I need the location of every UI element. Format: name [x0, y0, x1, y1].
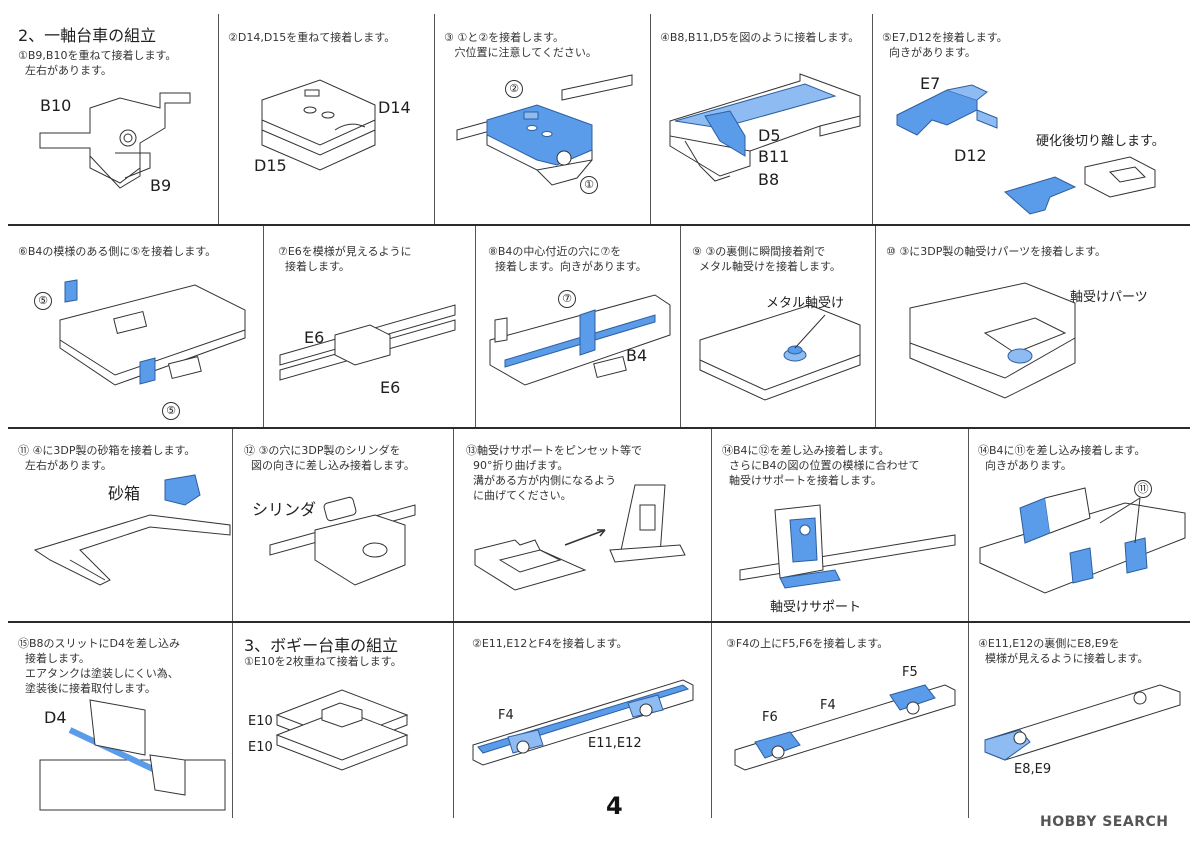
label-e10: E10	[248, 714, 273, 729]
row-divider	[8, 224, 1190, 226]
label-bearing-parts: 軸受けパーツ	[1070, 290, 1148, 305]
d14-d15-figure	[261, 79, 376, 171]
column-divider	[872, 14, 873, 224]
label-e8-e9: E8,E9	[1014, 762, 1052, 777]
label-d4: D4	[44, 708, 67, 727]
bearing-support-figure	[739, 504, 956, 589]
cut-note: 硬化後切り離します。	[1036, 134, 1165, 149]
part-number-1: ①	[580, 176, 598, 194]
label-sandbox: 砂箱	[108, 484, 141, 503]
e7-d12-figure	[896, 84, 998, 136]
step-instruction: ②D14,D15を重ねて接着します。	[228, 31, 396, 44]
column-divider	[875, 226, 876, 427]
b8-b11-d5-figure	[669, 73, 861, 182]
step-instruction: ①E10を2枚重ねて接着します。	[244, 655, 402, 668]
metal-bearing-figure	[699, 304, 861, 401]
b4-with-5-figure	[59, 279, 246, 386]
part-number-5: ⑤	[162, 402, 180, 420]
column-divider	[232, 429, 233, 621]
part-number-7: ⑦	[558, 290, 576, 308]
row-divider	[8, 621, 1190, 623]
part-number-5: ⑤	[34, 292, 52, 310]
label-b8: B8	[758, 170, 780, 189]
column-divider	[968, 623, 969, 818]
b4-with-11-figure	[979, 487, 1186, 594]
label-f4: F4	[820, 698, 836, 713]
label-b10: B10	[40, 96, 72, 115]
assembly-1-2-figure	[456, 74, 633, 186]
column-divider	[453, 623, 454, 818]
label-e6: E6	[380, 378, 401, 397]
column-divider	[475, 226, 476, 427]
column-divider	[453, 429, 454, 621]
sandbox-figure	[33, 474, 231, 586]
d4-figure	[39, 699, 226, 811]
cylinder-figure	[269, 496, 416, 586]
step-instruction: ③ ①と②を接着します。 穴位置に注意してください。	[444, 31, 597, 59]
step-instruction: ⑩ ③に3DP製の軸受けパーツを接着します。	[886, 245, 1107, 258]
column-divider	[434, 14, 435, 224]
column-divider	[711, 623, 712, 818]
e10-figure	[275, 689, 409, 771]
page-number: 4	[606, 792, 623, 820]
section-heading: 3、ボギー台車の組立	[244, 636, 399, 655]
label-cylinder: シリンダ	[252, 500, 317, 519]
section-heading: 2、一軸台車の組立	[18, 26, 157, 45]
step-instruction: ⑭B4に⑫を差し込み接着します。 さらにB4の図の位置の模様に合わせて 軸受けサ…	[722, 444, 920, 487]
step-instruction: ⑬軸受けサポートをピンセット等で 90°折り曲げます。 溝がある方が内側になるよ…	[466, 444, 642, 502]
column-divider	[232, 623, 233, 818]
watermark: HOBBY SEARCH	[1040, 814, 1169, 830]
column-divider	[650, 14, 651, 224]
step-instruction: ⑫ ③の穴に3DP製のシリンダを 図の向きに差し込み接着します。	[244, 444, 415, 472]
e6-figure	[279, 304, 456, 381]
label-e6: E6	[304, 328, 325, 347]
step-instruction: ①B9,B10を重ねて接着します。 左右があります。	[18, 49, 177, 77]
column-divider	[263, 226, 264, 427]
b9-b10-figure	[39, 92, 191, 189]
label-d14: D14	[378, 98, 411, 117]
label-b4: B4	[626, 346, 648, 365]
e7-d12-separated-figure	[1003, 156, 1156, 215]
label-metal-bearing: メタル軸受け	[766, 296, 845, 311]
step-instruction: ④B8,B11,D5を図のように接着します。	[660, 31, 860, 44]
column-divider	[218, 14, 219, 224]
label-e7: E7	[920, 74, 941, 93]
column-divider	[968, 429, 969, 621]
label-d5: D5	[758, 126, 781, 145]
label-f5: F5	[902, 665, 918, 680]
step-instruction: ④E11,E12の裏側にE8,E9を 模様が見えるように接着します。	[978, 637, 1149, 665]
step-instruction: ⑮B8のスリットにD4を差し込み 接着します。 エアタンクは塗装しにくい為、 塗…	[18, 637, 181, 695]
part-number-2: ②	[505, 80, 523, 98]
label-b9: B9	[150, 176, 172, 195]
step-instruction: ②E11,E12とF4を接着します。	[472, 637, 628, 650]
step-instruction: ⑤E7,D12を接着します。 向きがあります。	[882, 31, 1008, 59]
label-d12: D12	[954, 146, 987, 165]
step-instruction: ⑭B4に⑪を差し込み接着します。 向きがあります。	[978, 444, 1146, 472]
step-instruction: ③F4の上にF5,F6を接着します。	[726, 637, 889, 650]
step-instruction: ⑪ ④に3DP製の砂箱を接着します。 左右があります。	[18, 444, 196, 472]
b4-with-7-figure	[489, 294, 671, 386]
step-instruction: ⑨ ③の裏側に瞬間接着剤で メタル軸受けを接着します。	[692, 245, 841, 273]
bearing-support-bend-figure	[474, 484, 686, 591]
label-bearing-support: 軸受けサポート	[770, 600, 862, 615]
e8-e9-figure	[984, 684, 1181, 761]
step-instruction: ⑧B4の中心付近の穴に⑦を 接着します。向きがあります。	[488, 245, 647, 273]
step-instruction: ⑦E6を模様が見えるように 接着します。	[278, 245, 412, 273]
label-d15: D15	[254, 156, 287, 175]
row-divider	[8, 427, 1190, 429]
column-divider	[711, 429, 712, 621]
label-f4: F4	[498, 708, 514, 723]
part-number-11: ⑪	[1134, 480, 1152, 498]
label-e11-e12: E11,E12	[588, 736, 642, 751]
step-instruction: ⑥B4の模様のある側に⑤を接着します。	[18, 245, 217, 258]
f4-f5-f6-figure	[734, 684, 956, 771]
label-f6: F6	[762, 710, 778, 725]
label-b11: B11	[758, 147, 790, 166]
bearing-parts-figure	[909, 282, 1076, 399]
column-divider	[680, 226, 681, 427]
e11-e12-f4-figure	[472, 679, 694, 766]
label-e10: E10	[248, 740, 273, 755]
